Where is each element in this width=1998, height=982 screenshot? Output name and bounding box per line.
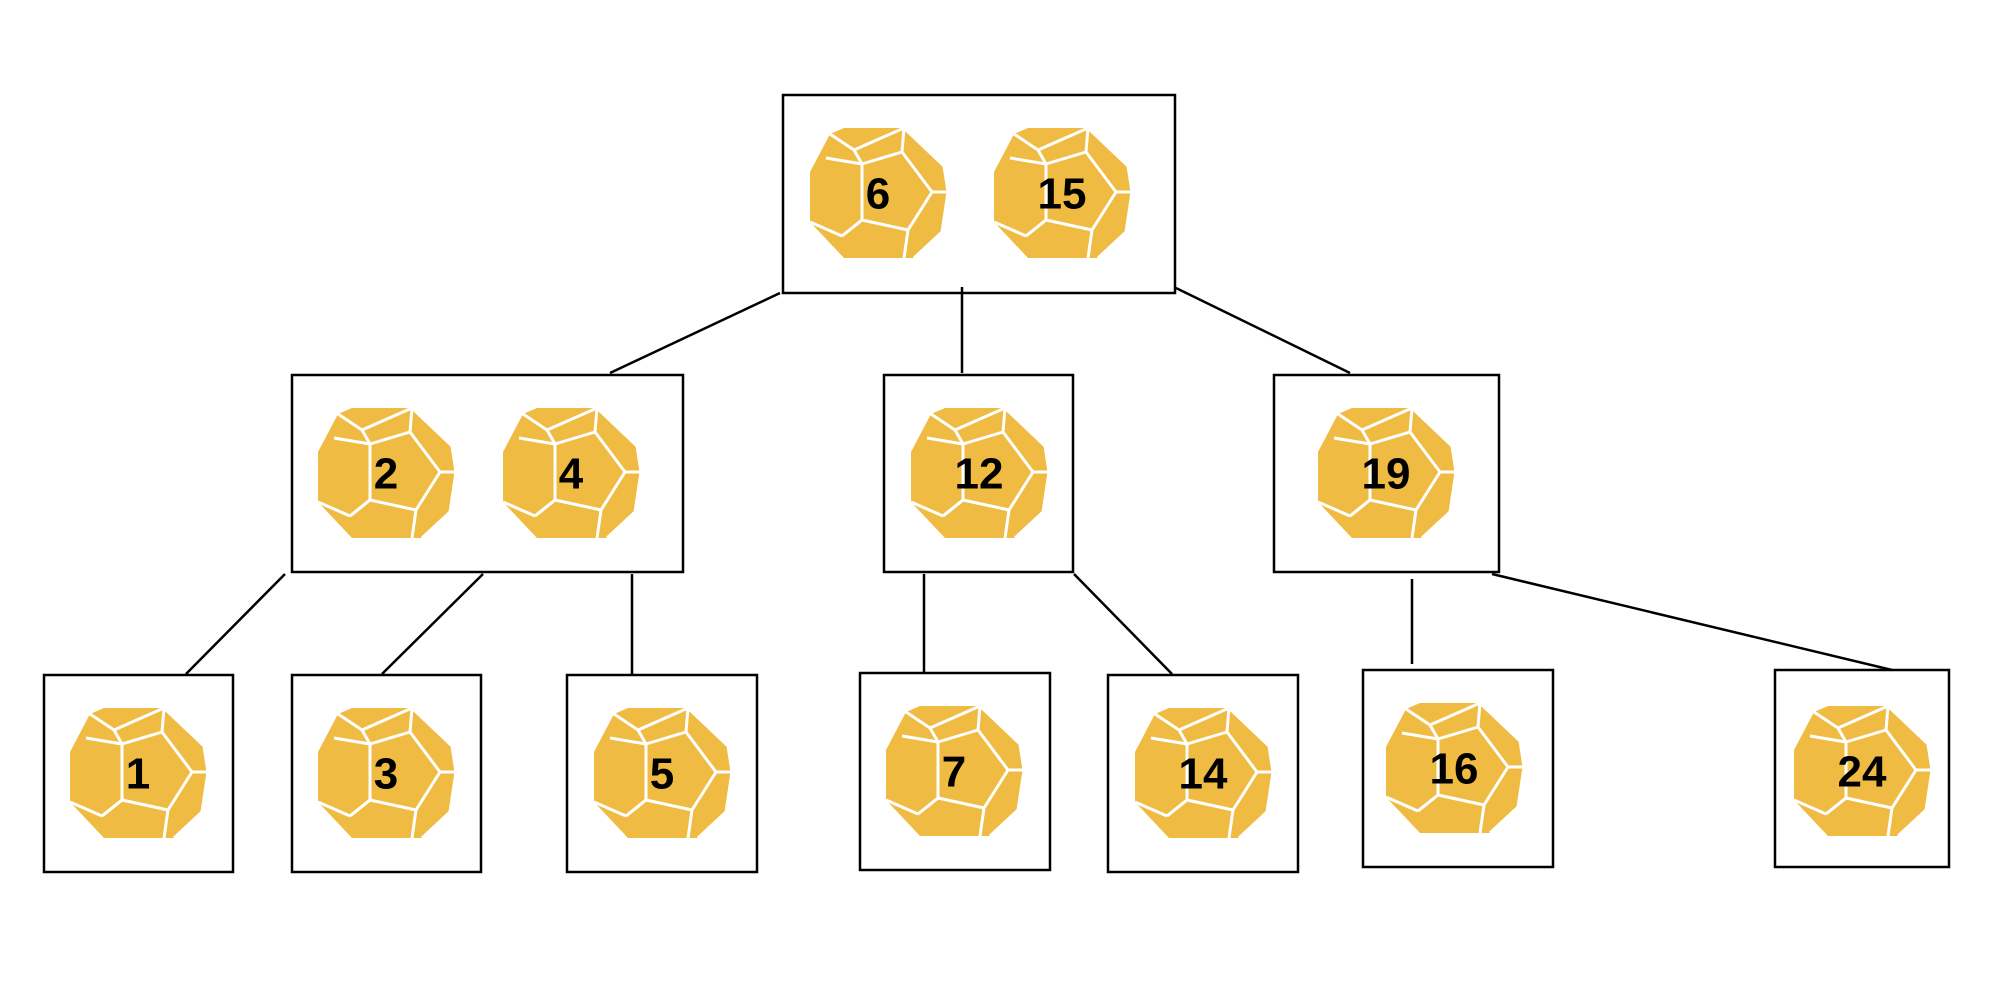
tree-node-left: 2 4 — [290, 373, 685, 574]
key-label: 16 — [1430, 745, 1479, 794]
key-label: 12 — [955, 450, 1004, 499]
edge-root-to-left — [609, 291, 781, 375]
node-box — [42, 673, 235, 874]
tree-node-right: 19 — [1272, 373, 1501, 574]
key-label: 4 — [559, 450, 584, 499]
tree-leaf-24: 24 — [1773, 668, 1951, 869]
node-box — [858, 671, 1052, 872]
tree-node-root: 6 15 — [781, 93, 1177, 295]
tree-edges — [185, 286, 1893, 675]
edge-middle-to-14 — [1073, 573, 1173, 675]
key-label: 24 — [1838, 748, 1887, 797]
edge-right-to-24 — [1491, 572, 1893, 672]
key-label: 5 — [650, 750, 674, 799]
node-box — [1773, 668, 1951, 869]
key-label: 1 — [126, 750, 150, 799]
edge-left-to-3 — [381, 573, 484, 675]
key-label: 2 — [374, 450, 398, 499]
node-box — [565, 673, 759, 874]
tree-leaf-14: 14 — [1106, 673, 1300, 874]
tree-leaf-3: 3 — [290, 673, 483, 874]
node-box — [1272, 373, 1501, 574]
node-box — [290, 373, 685, 574]
node-box — [882, 373, 1075, 574]
key-label: 6 — [866, 170, 890, 219]
tree-leaf-1: 1 — [42, 673, 235, 874]
node-box — [1106, 673, 1300, 874]
key-label: 19 — [1362, 450, 1411, 499]
key-label: 7 — [942, 748, 966, 797]
tree-leaf-7: 7 — [858, 671, 1052, 872]
edge-root-to-right — [1175, 286, 1351, 375]
node-box — [1361, 668, 1555, 869]
key-label: 14 — [1179, 750, 1228, 799]
node-box — [290, 673, 483, 874]
node-box — [781, 93, 1177, 295]
key-label: 3 — [374, 750, 398, 799]
tree-leaf-5: 5 — [565, 673, 759, 874]
tree-node-middle: 12 — [882, 373, 1075, 574]
edge-left-to-1 — [185, 573, 286, 675]
tree-leaf-16: 16 — [1361, 668, 1555, 869]
key-label: 15 — [1038, 170, 1087, 219]
